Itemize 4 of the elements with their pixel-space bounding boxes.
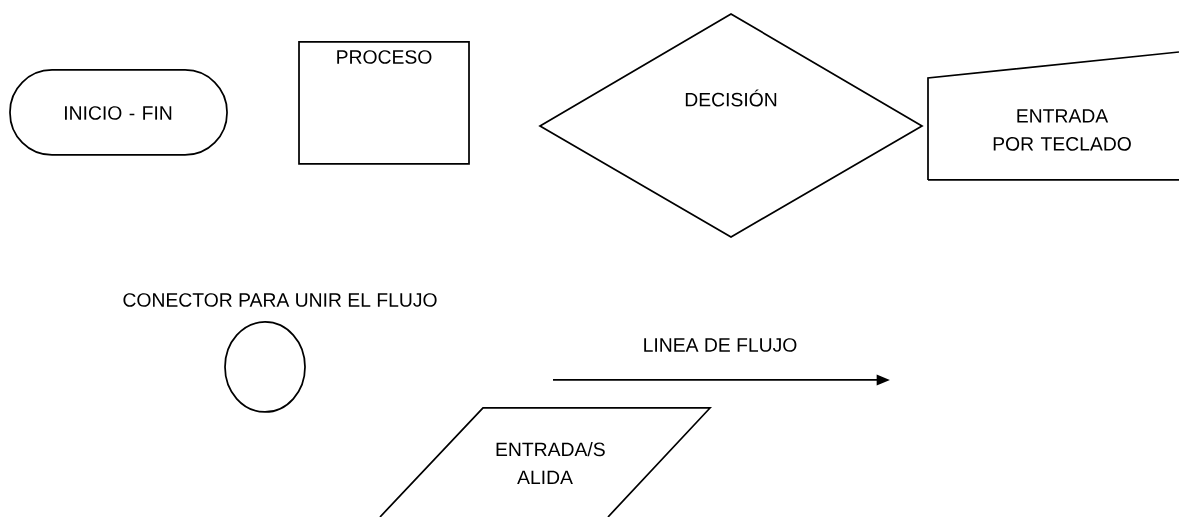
symbol-label: LINEA DE FLUJO [644,338,797,352]
node-label: CONECTOR PARA UNIR EL FLUJO [123,293,437,307]
process-box: PROCESO [298,41,470,165]
input-output-parallelogram: ENTRADA/S ALIDA [379,407,712,517]
